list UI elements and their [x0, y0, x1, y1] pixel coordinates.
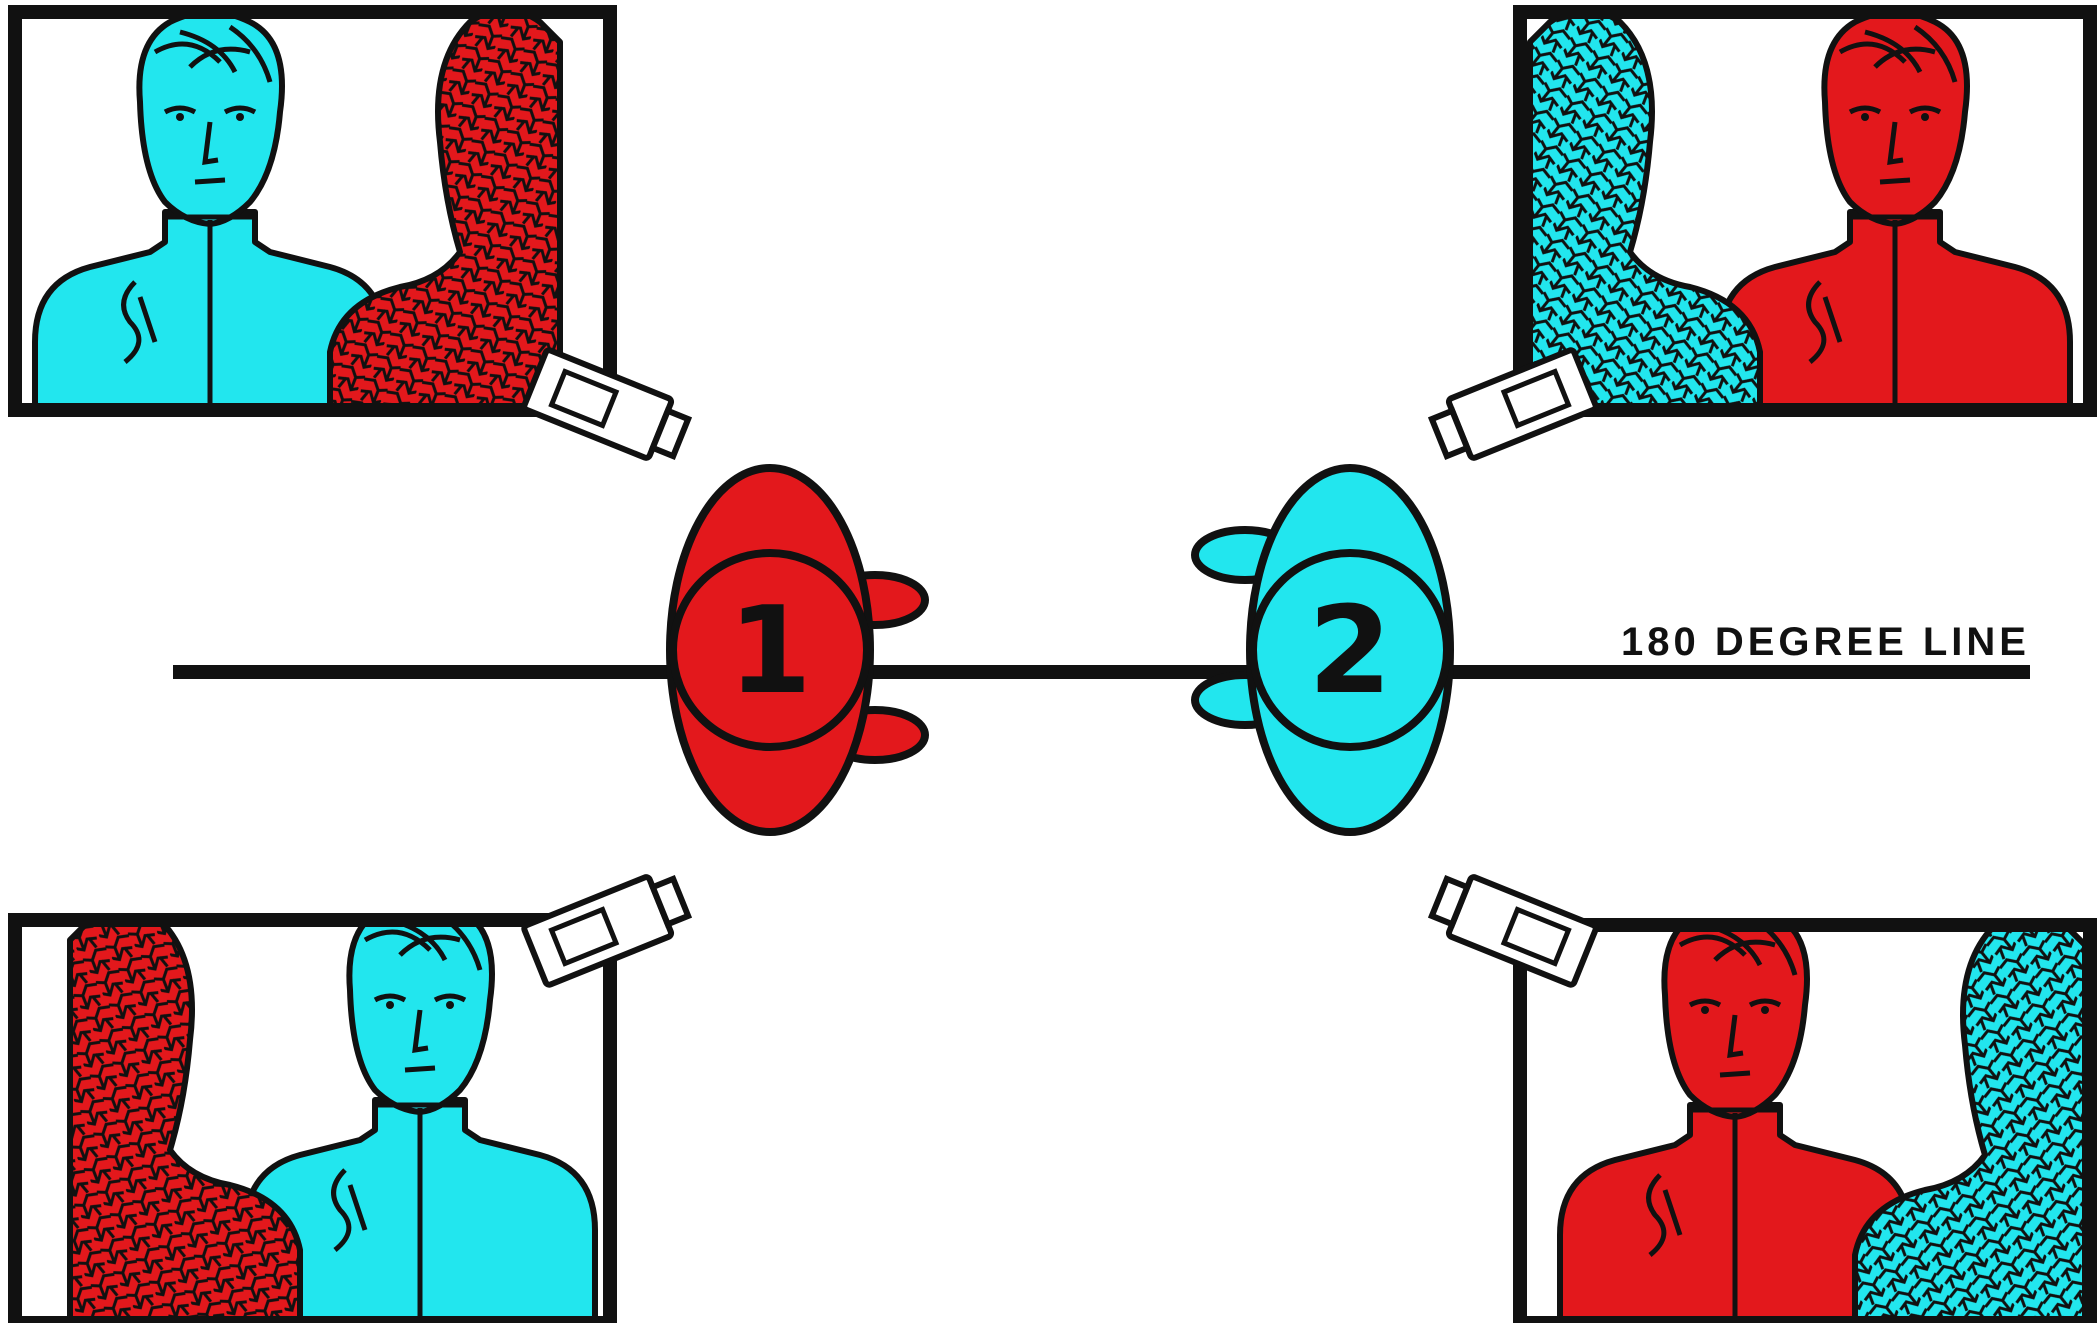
shot-frame-bottom-left [15, 900, 610, 1323]
axis-line-group: 180 DEGREE LINE [173, 620, 2030, 672]
actor-1-top-view: 1 [670, 468, 925, 832]
actor-2-top-view: 2 [1195, 468, 1450, 832]
actor-2-number: 2 [1308, 582, 1392, 721]
shot-frame-bottom-right [1520, 905, 2090, 1323]
line-label: 180 DEGREE LINE [1621, 620, 2030, 664]
shot-frame-top-left [15, 10, 610, 443]
camera-icon [1427, 349, 1597, 467]
camera-icon [1427, 868, 1597, 986]
shot-frame-top-right [1520, 10, 2090, 443]
actor-1-number: 1 [728, 582, 812, 721]
